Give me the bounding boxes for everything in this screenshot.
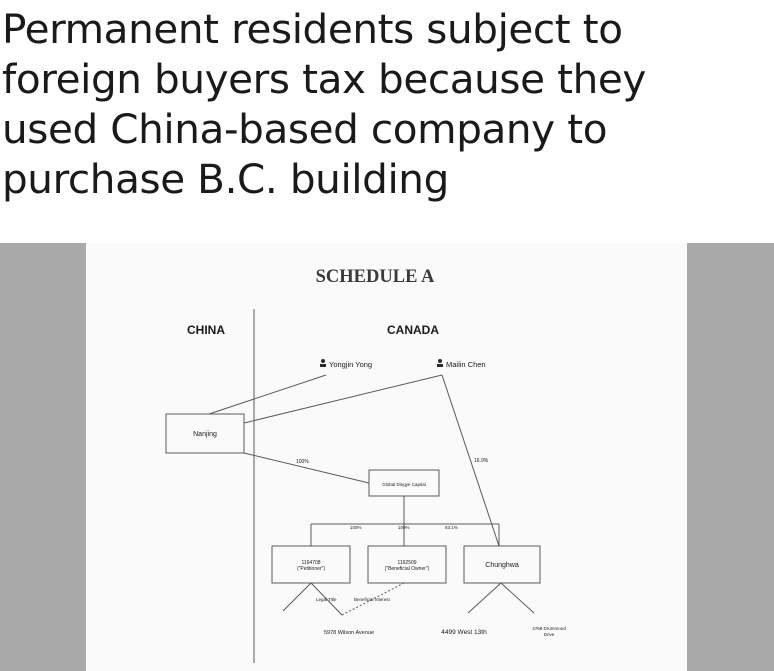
entity-label-1164708: 1164708 bbox=[301, 560, 320, 566]
entity-box-nanjing bbox=[165, 413, 245, 454]
property-address-line2: Drive bbox=[544, 632, 555, 637]
person-icon-group bbox=[320, 359, 443, 367]
headline-line: foreign buyers tax because they bbox=[2, 55, 646, 103]
entity-box-chunghwa bbox=[463, 545, 541, 584]
link-line bbox=[467, 582, 502, 614]
article-headline: Permanent residents subject to foreign b… bbox=[2, 4, 770, 204]
property-address: 5978 Wilson Avenue bbox=[324, 630, 374, 636]
column-china: CHINA bbox=[187, 323, 225, 337]
entity-label-chunghwa: Chunghwa bbox=[485, 562, 519, 569]
ownership-percent: 100% bbox=[296, 459, 309, 465]
link-line bbox=[310, 582, 343, 616]
person-label: Yongjin Yong bbox=[329, 360, 372, 369]
entity-box-gdc bbox=[368, 469, 440, 497]
entity-label-1164708-role: ("Petitioner") bbox=[297, 566, 325, 572]
entity-label-1162509: 1162509 bbox=[397, 560, 416, 566]
link-line bbox=[208, 374, 327, 415]
link-line bbox=[243, 452, 370, 484]
property-address: 4768 Drummond bbox=[532, 626, 566, 631]
property-address: 4499 West 13th bbox=[441, 629, 487, 636]
beneficial-interest-label: Beneficial Interest bbox=[354, 597, 391, 602]
entity-label-nanjing: Nanjing bbox=[193, 431, 217, 438]
headline-line: purchase B.C. building bbox=[2, 155, 449, 203]
link-line bbox=[243, 374, 443, 424]
column-canada: CANADA bbox=[387, 323, 439, 337]
ownership-percent: 100% bbox=[398, 525, 410, 530]
ownership-percent: 100% bbox=[350, 525, 362, 530]
person-label: Mailin Chen bbox=[446, 360, 486, 369]
ownership-percent: 16.9% bbox=[474, 458, 489, 464]
legal-title-label: Legal Title bbox=[316, 597, 337, 602]
link-line bbox=[441, 374, 500, 547]
headline-line: Permanent residents subject to bbox=[2, 5, 623, 53]
schedule-title: SCHEDULE A bbox=[316, 267, 435, 287]
link-line bbox=[282, 582, 312, 612]
entity-label-gdc: Global Dingye Capital bbox=[382, 482, 426, 487]
ownership-percent: 83.1% bbox=[445, 525, 458, 530]
headline-line: used China-based company to bbox=[2, 105, 608, 153]
person-icon bbox=[320, 359, 326, 367]
person-icon bbox=[437, 359, 443, 367]
ownership-diagram: SCHEDULE A CHINA CANADA Yongjin Yong Mai… bbox=[165, 267, 566, 663]
schedule-document: SCHEDULE A CHINA CANADA Yongjin Yong Mai… bbox=[86, 243, 687, 671]
entity-label-1162509-role: ("Beneficial Owner") bbox=[385, 566, 430, 572]
entity-box-1162509 bbox=[367, 545, 447, 584]
link-line bbox=[500, 582, 535, 614]
article-image: SCHEDULE A CHINA CANADA Yongjin Yong Mai… bbox=[0, 243, 774, 671]
